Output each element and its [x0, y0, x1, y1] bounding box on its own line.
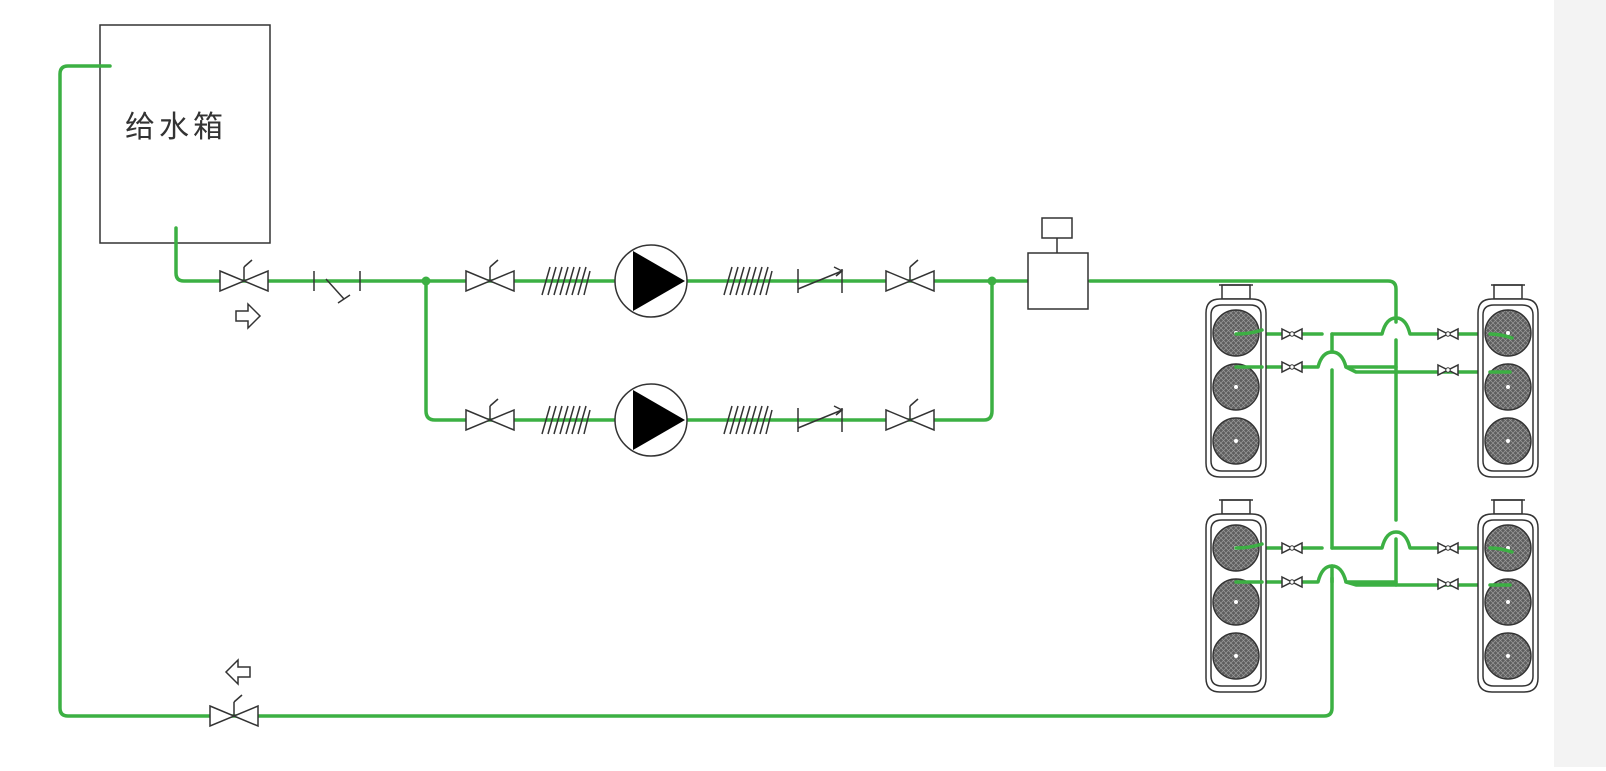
return-pipe	[58, 64, 1334, 718]
junction-dot	[421, 276, 431, 286]
radiator-unit-icon	[1205, 499, 1267, 693]
radiator-valve-icon	[1281, 328, 1303, 340]
feed-right-bottom	[1330, 530, 1492, 550]
radiator-unit-icon	[1477, 284, 1539, 478]
gate-valve-icon	[219, 259, 269, 292]
bypass-loop-pipe	[424, 279, 994, 422]
arrow-left-outline-icon	[224, 658, 251, 686]
centrifugal-pump-icon	[614, 244, 688, 318]
y-strainer-icon	[313, 271, 361, 304]
radiator-valve-icon	[1281, 576, 1303, 588]
side-strip	[1554, 0, 1606, 767]
radiator-valve-icon	[1281, 361, 1303, 373]
radiator-connections	[1234, 328, 1514, 587]
radiator-valve-icon	[1437, 578, 1459, 590]
gate-valve-icon	[209, 694, 259, 727]
gate-valve-icon	[465, 398, 515, 431]
centrifugal-pump-icon	[614, 383, 688, 457]
gate-valve-icon	[465, 259, 515, 292]
feed-right-top	[1330, 316, 1492, 336]
tank-label: 给水箱	[125, 110, 227, 145]
controller-box-icon	[1027, 217, 1089, 310]
gate-valve-icon	[885, 259, 935, 292]
junction-dot	[987, 276, 997, 286]
pipe-network	[58, 64, 1492, 718]
water-tank: 给水箱	[99, 24, 271, 244]
supply-pipe	[174, 226, 1032, 283]
radiator-valve-icon	[1437, 328, 1459, 340]
radiator-valve-icon	[1437, 542, 1459, 554]
radiator-valve-icon	[1281, 542, 1303, 554]
gate-valve-icon	[885, 398, 935, 431]
radiator-unit-icon	[1205, 284, 1267, 478]
main-riser-pipe	[1088, 279, 1398, 324]
arrow-right-outline-icon	[235, 302, 262, 330]
radiator-unit-icon	[1477, 499, 1539, 693]
